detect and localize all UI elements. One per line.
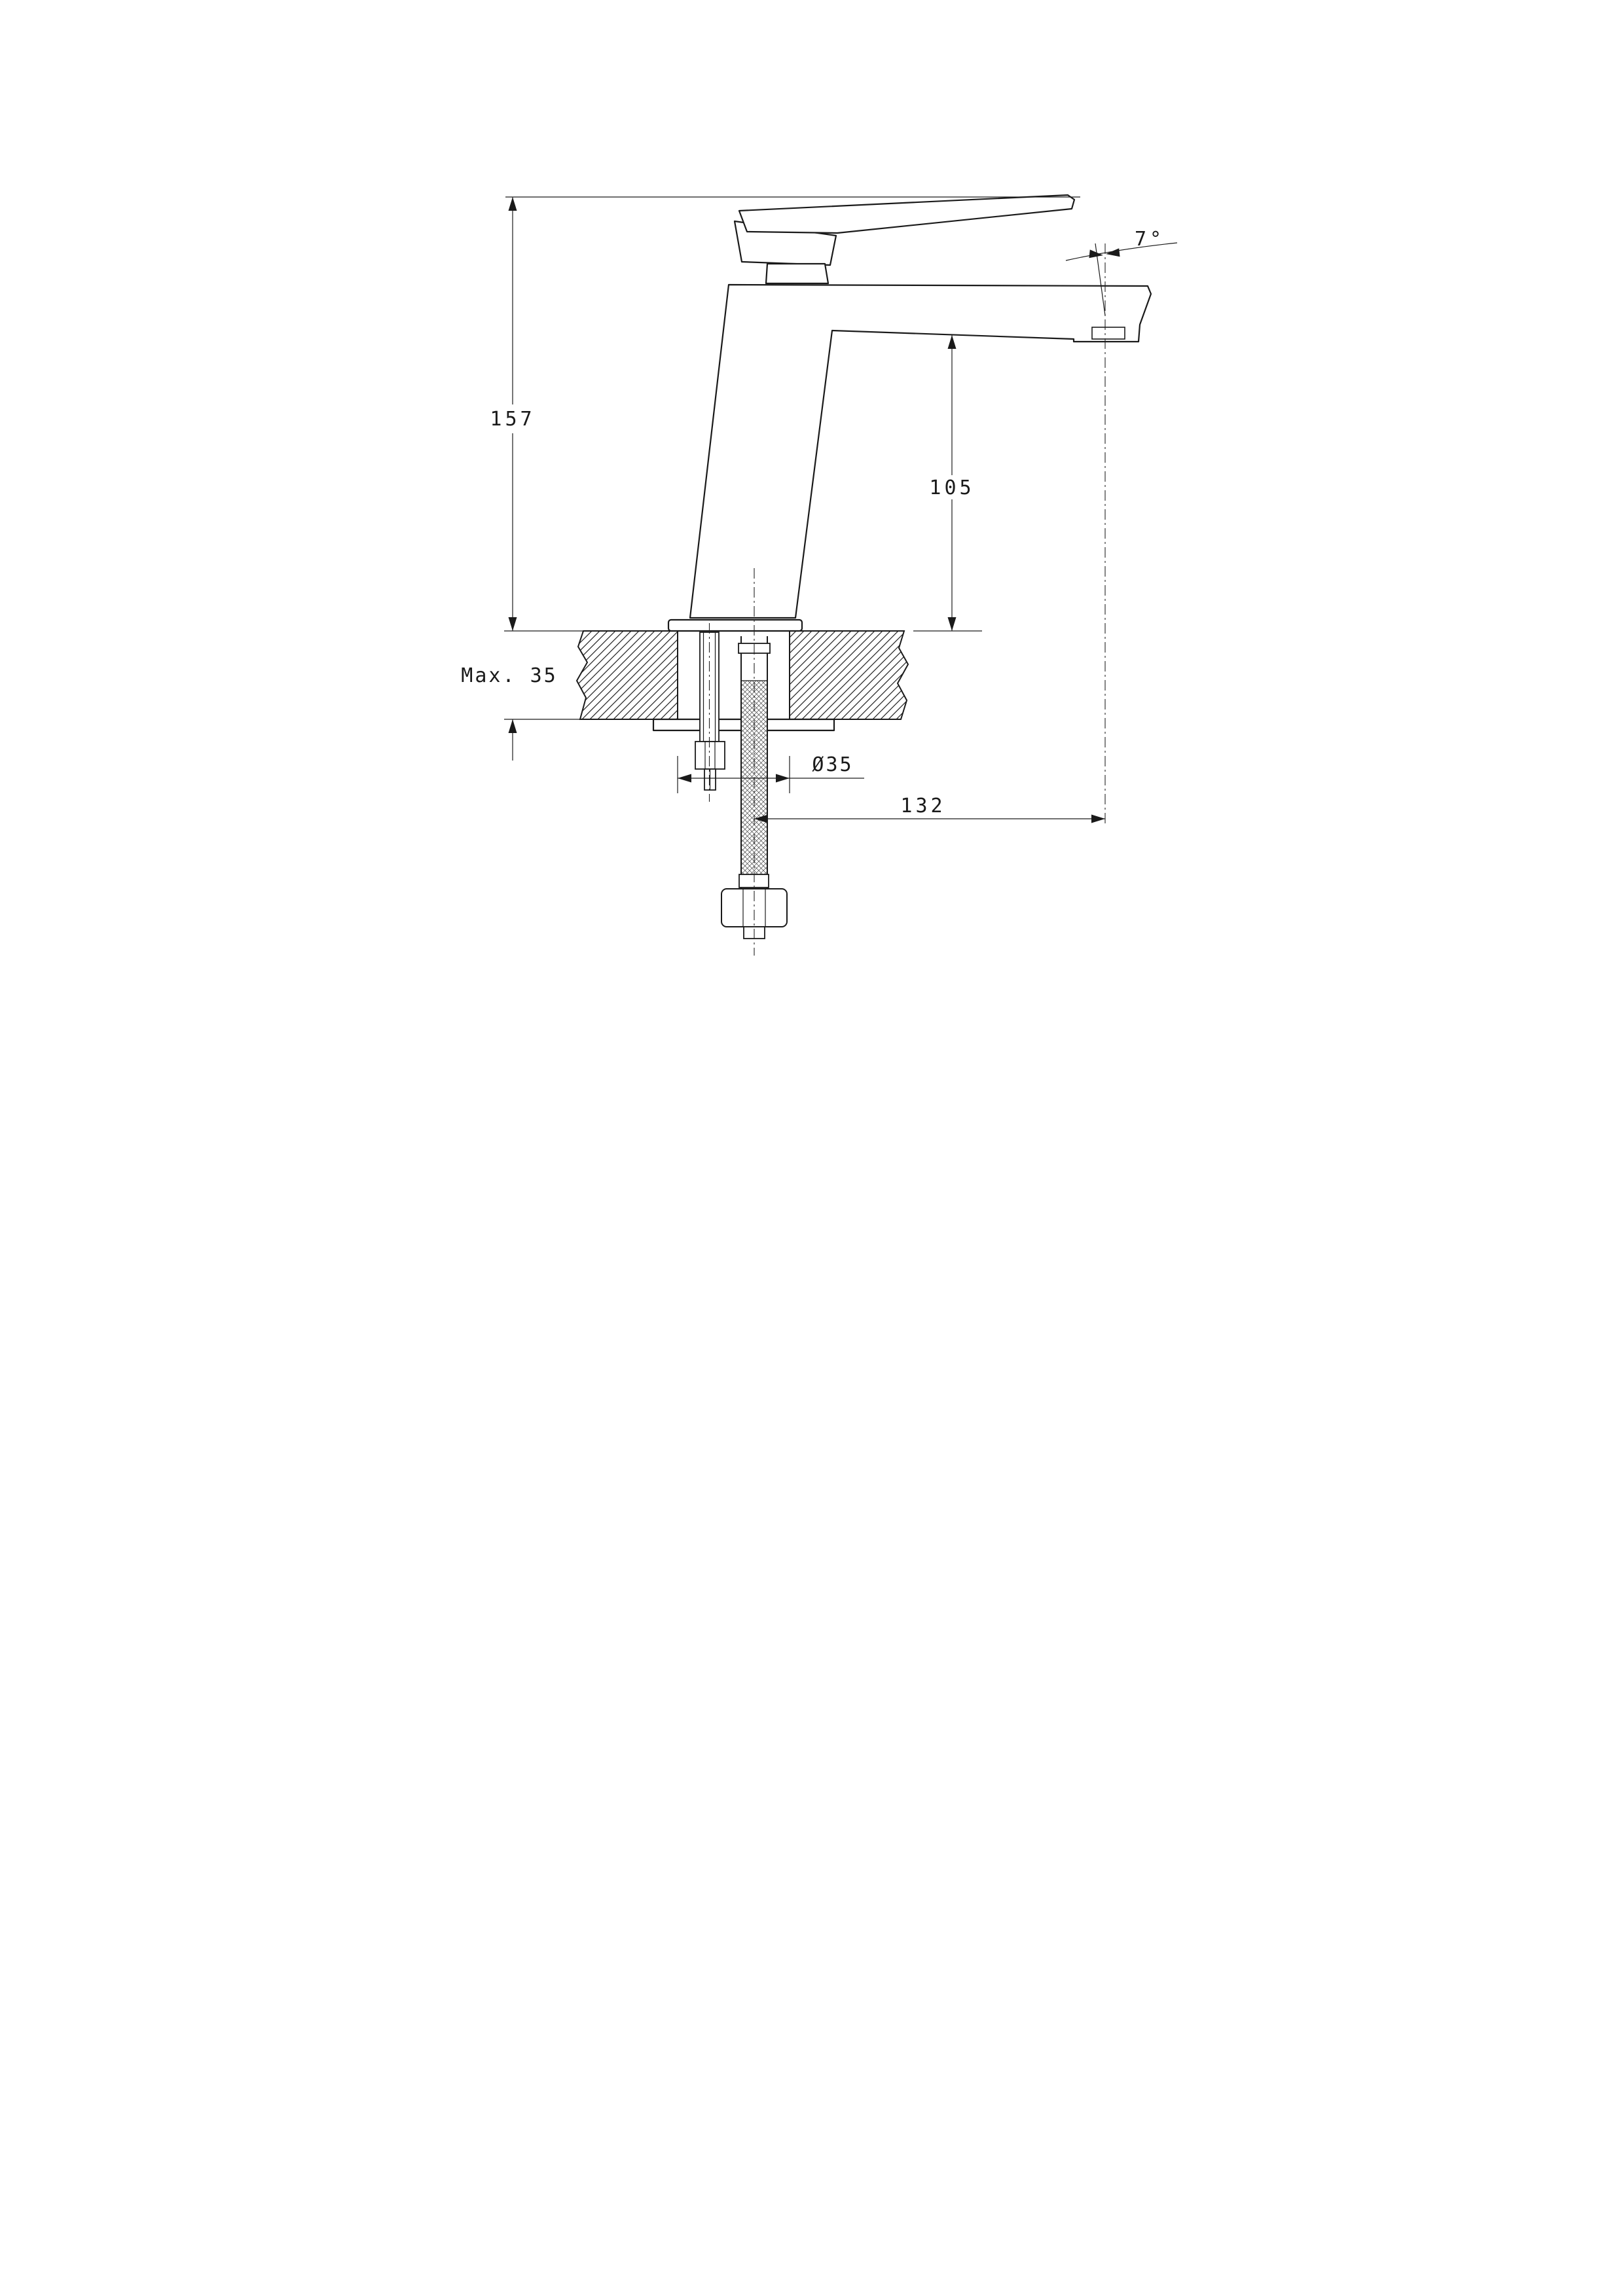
drawing-sheet: 7° 157 105 Max. 35 Ø35 (405, 0, 1218, 1148)
handle-neck (765, 262, 829, 285)
dimension-spout-reach: 132 (754, 795, 1105, 823)
mounting-stud (694, 632, 725, 791)
aerator-detail (1091, 327, 1125, 340)
dimension-spout-angle: 7° (1065, 228, 1177, 316)
counter-hatch-right (788, 630, 909, 720)
handle-lever (738, 194, 1075, 234)
dimension-overall-height: 157 (490, 196, 1080, 632)
dimension-hole-diameter: Ø35 (676, 753, 864, 793)
dim-label-max-thickness: Max. 35 (461, 664, 557, 687)
faucet-handle (733, 194, 1075, 285)
counter-hatch-left (575, 630, 678, 720)
dim-label-overall-height: 157 (490, 408, 535, 431)
dim-label-spout-reach: 132 (900, 795, 945, 817)
dim-label-spout-angle: 7° (1134, 228, 1164, 251)
faucet-body-and-spout (689, 283, 1152, 619)
dim-label-spout-height: 105 (929, 476, 974, 499)
dim-label-hole-diameter: Ø35 (812, 753, 853, 776)
stud-nut (694, 741, 725, 770)
dimension-spout-height: 105 (913, 335, 982, 632)
dimension-max-thickness: Max. 35 (461, 664, 585, 761)
faucet-base-flange (667, 619, 803, 632)
faucet-technical-drawing: 7° 157 105 Max. 35 Ø35 (405, 0, 1218, 1148)
